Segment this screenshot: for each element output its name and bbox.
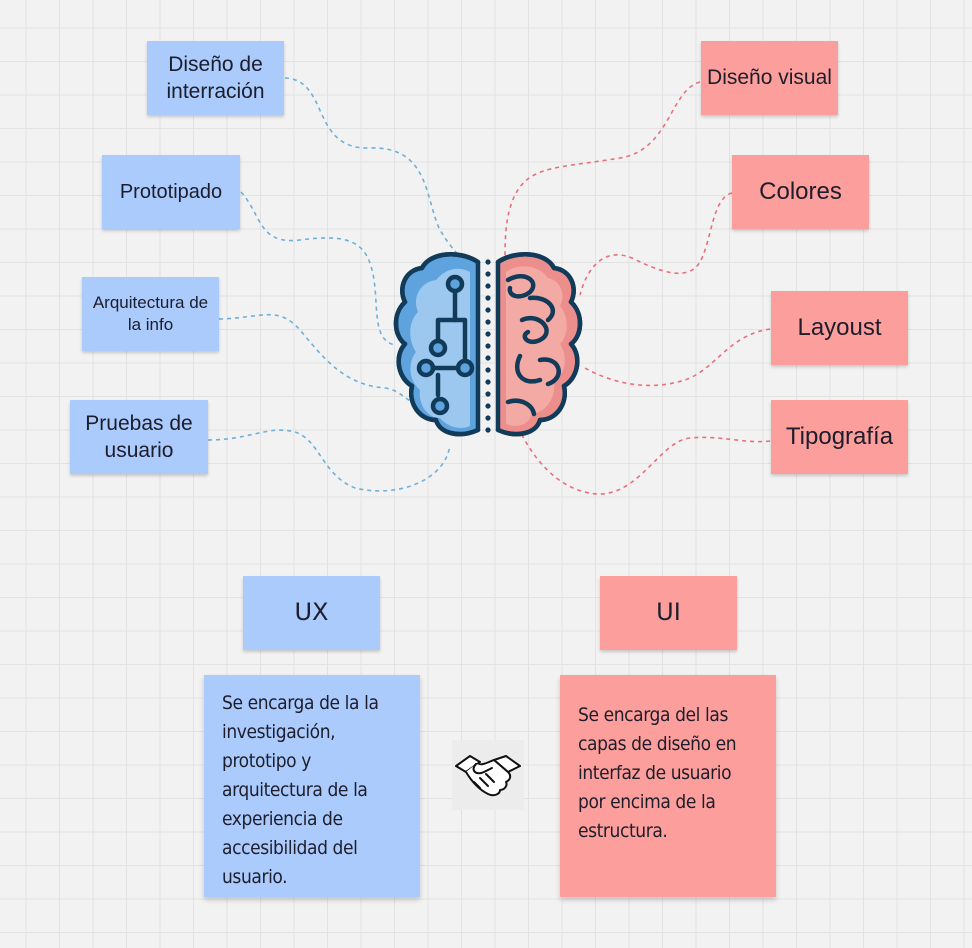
ux-title-label: UX: [294, 598, 329, 627]
connector-ui-2: [579, 192, 733, 296]
connector-ui-1: [504, 81, 701, 263]
connector-ux-3: [218, 313, 419, 406]
ui-topic-colors[interactable]: Colores: [732, 155, 869, 229]
ux-topic-user-testing[interactable]: Pruebas de usuario: [70, 400, 208, 474]
ui-title[interactable]: UI: [600, 576, 737, 650]
ux-description-card[interactable]: Se encarga de la la investigación, proto…: [204, 675, 420, 897]
connector-ux-1: [284, 77, 471, 269]
ui-topic-label: Layoust: [797, 314, 882, 342]
ui-description-text: Se encarga del las capas de diseño en in…: [578, 704, 737, 842]
connector-ui-4: [521, 434, 771, 495]
ux-topic-label: Prototipado: [119, 181, 223, 203]
ui-topic-label: Tipografía: [785, 423, 894, 451]
ui-topic-typography[interactable]: Tipografía: [771, 400, 908, 474]
ux-topic-interaction-design[interactable]: Diseño de interración: [147, 41, 284, 115]
ux-topic-label: Diseño de interración: [166, 52, 265, 103]
ui-topic-visual-design[interactable]: Diseño visual: [701, 41, 838, 115]
ux-topic-prototyping[interactable]: Prototipado: [102, 155, 240, 229]
ux-topic-label: Arquitectura de la info: [92, 292, 209, 334]
ui-topic-label: Diseño visual: [707, 66, 832, 90]
ux-description-text: Se encarga de la la investigación, proto…: [222, 692, 379, 888]
connector-ui-3: [584, 328, 771, 387]
ui-description-card[interactable]: Se encarga del las capas de diseño en in…: [560, 675, 776, 897]
ui-topic-label: Colores: [759, 178, 842, 206]
connector-ux-2: [240, 191, 396, 346]
ui-title-label: UI: [656, 598, 681, 627]
ux-topic-information-architecture[interactable]: Arquitectura de la info: [82, 277, 219, 351]
ui-topic-layout[interactable]: Layoust: [771, 291, 908, 365]
ux-topic-label: Pruebas de usuario: [85, 411, 193, 462]
ux-title[interactable]: UX: [243, 576, 380, 650]
